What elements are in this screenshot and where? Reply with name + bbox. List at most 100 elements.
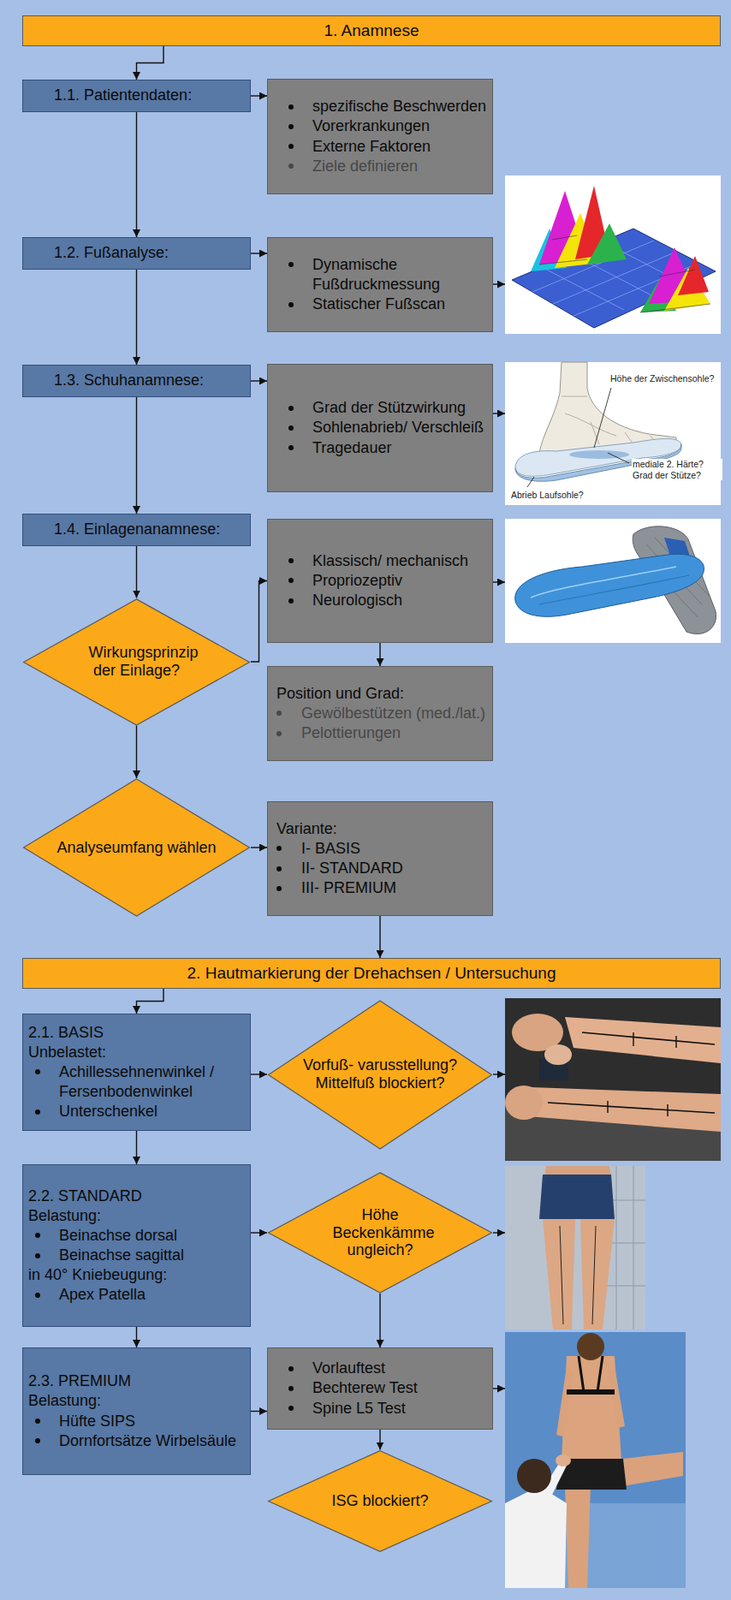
diamond-shape	[268, 1172, 493, 1293]
text-row: 1.4. Einlagenanamnese:	[28, 519, 245, 540]
step-title: 1.4. Einlagenanamnese:	[53, 519, 245, 540]
step-title: 1.1. Patientendaten:	[53, 85, 245, 106]
flow-arrow	[250, 380, 268, 381]
list-item-muted: Ziele definieren	[312, 156, 488, 177]
leg-marking-photo	[505, 998, 721, 1161]
text-row: Tragedauer	[273, 438, 488, 458]
bullet-dot	[276, 866, 282, 872]
decision-text: Höhe Beckenkämme ungleich?	[332, 1206, 428, 1260]
decision-text: Analyseumfang wählen	[56, 838, 216, 857]
bullet-dot	[288, 143, 294, 149]
step-box: 1.4. Einlagenanamnese:	[22, 513, 251, 547]
leg-marking-photo-part	[505, 1085, 543, 1120]
list-item: Spine L5 Test	[312, 1398, 488, 1419]
step-box: 1.1. Patientendaten:	[22, 79, 251, 113]
decision-label: Vorfuß- varusstellung?Mittelfuß blockier…	[303, 1056, 458, 1092]
list-item: Externe Faktoren	[312, 136, 488, 157]
decision-text: ISG blockiert?	[331, 1491, 428, 1510]
text-row: 1.2. Fußanalyse:	[28, 243, 245, 263]
box-heading: in 40° Kniebeugung:	[28, 1265, 245, 1285]
section-title: 2. Hautmarkierung der Drehachsen / Unter…	[187, 962, 557, 984]
leg-marking-photo-part	[547, 1032, 715, 1113]
flow-arrow	[136, 269, 137, 365]
isg-test-photo-part	[566, 1389, 615, 1395]
shoe-illustration	[505, 362, 721, 506]
decision-text: Vorfuß- varusstellung?	[303, 1056, 458, 1075]
flow-arrow	[136, 988, 165, 1014]
box-heading: Belastung:	[28, 1390, 245, 1411]
list-item: Dynamische Fußdruckmessung	[312, 255, 488, 295]
section-title: 1. Anamnese	[324, 20, 420, 42]
decision-diamond: Höhe Beckenkämme ungleich?	[267, 1171, 494, 1294]
list-item: Dornfortsätze Wirbelsäule	[59, 1431, 245, 1451]
isg-test-photo-part	[505, 1331, 686, 1588]
bullet-dot	[276, 731, 282, 737]
bullet-dot	[288, 425, 294, 431]
text-row: Hüfte SIPS	[28, 1411, 245, 1432]
diamond-shape	[23, 778, 250, 916]
callout-label: Höhe der Zwischensohle?	[609, 373, 715, 385]
text-row: Unterschenkel	[28, 1101, 245, 1122]
leg-marking-photo-part	[544, 1044, 572, 1065]
pressure-plot-part	[587, 223, 627, 265]
bullet-dot	[288, 598, 294, 604]
text-row: 2. Hautmarkierung der Drehachsen / Unter…	[187, 962, 557, 984]
standing-photo-part	[542, 1218, 576, 1330]
bullet-dot	[35, 1232, 41, 1238]
pointer-arrows-part	[493, 412, 506, 414]
box-heading: 2.2. STANDARD	[28, 1186, 245, 1207]
text-row: Dornfortsätze Wirbelsäule	[28, 1431, 245, 1451]
shoe-illustration-part	[505, 362, 721, 506]
list-item: Propriozeptiv	[312, 570, 488, 591]
text-row: Bechterew Test	[273, 1378, 488, 1398]
insole-illustration	[505, 518, 721, 643]
step-box: 2.2. STANDARDBelastung:Beinachse dorsalB…	[22, 1164, 251, 1327]
list-item: II- STANDARD	[301, 858, 488, 879]
step-box: 1.2. Fußanalyse:	[22, 237, 251, 270]
text-row: 1. Anamnese	[324, 20, 420, 42]
list-item: Beinachse dorsal	[59, 1225, 245, 1246]
bullet-dot	[35, 1253, 41, 1259]
isg-test-photo-part	[578, 1355, 603, 1392]
box-heading: 2.1. BASIS	[28, 1022, 245, 1043]
bullet-dot	[35, 1109, 41, 1115]
text-row: Spine L5 Test	[273, 1398, 488, 1419]
list-item: spezifische Beschwerden	[312, 96, 488, 117]
bullet-dot	[276, 885, 282, 892]
text-row: III- PREMIUM	[273, 878, 488, 898]
decision-diamond: Vorfuß- varusstellung?Mittelfuß blockier…	[267, 999, 494, 1150]
text-row: Unbelastet:	[28, 1042, 245, 1063]
decision-diamond: Analyseumfang wählen	[22, 778, 251, 917]
text-row: spezifische Beschwerden	[273, 96, 488, 117]
text-row: II- STANDARD	[273, 858, 488, 879]
shoe-illustration-part	[569, 450, 630, 459]
bullet-dot	[288, 1385, 294, 1391]
text-row: 1.3. Schuhanamnese:	[28, 370, 245, 391]
bullet-dot	[35, 1292, 41, 1298]
flow-arrow	[250, 581, 268, 663]
insole-illustration-part	[505, 518, 721, 643]
list-item: Achillessehnenwinkel / Fersenbodenwinkel	[59, 1062, 245, 1102]
bullet-dot	[288, 1405, 294, 1411]
standing-photo-part	[559, 1225, 596, 1325]
list-item: Bechterew Test	[312, 1378, 488, 1398]
step-title: 1.2. Fußanalyse:	[53, 243, 245, 263]
standing-photo	[505, 1165, 646, 1330]
bullet-dot	[288, 302, 294, 308]
text-row: Propriozeptiv	[273, 570, 488, 591]
decision-diamond: ISG blockiert?	[267, 1450, 494, 1552]
detail-box: spezifische BeschwerdenVorerkrankungenEx…	[267, 78, 494, 195]
text-row: 1.1. Patientendaten:	[28, 85, 245, 106]
detail-box: Variante:I- BASISII- STANDARDIII- PREMIU…	[267, 801, 494, 916]
isg-test-photo-part	[505, 1485, 567, 1588]
step-title: 1.3. Schuhanamnese:	[53, 370, 245, 391]
insole-illustration-part	[515, 553, 705, 617]
list-item: Klassisch/ mechanisch	[312, 551, 488, 571]
flow-arrow	[136, 397, 137, 514]
text-row: Belastung:	[28, 1206, 245, 1226]
text-row: Pelottierungen	[273, 723, 488, 743]
standing-photo-part	[539, 1174, 615, 1219]
box-heading: 2.3. PREMIUM	[28, 1371, 245, 1391]
bullet-dot	[288, 405, 294, 411]
diamond-shape	[268, 1000, 493, 1149]
